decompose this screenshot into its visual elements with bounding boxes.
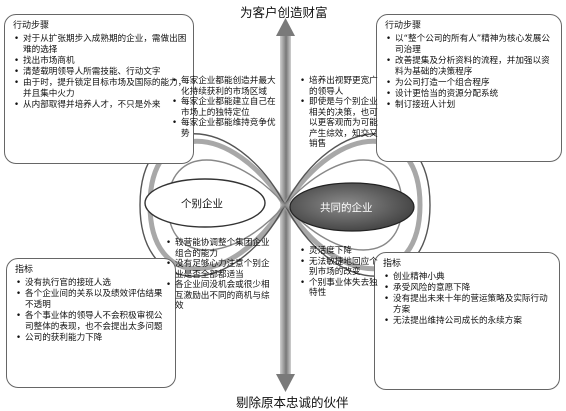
list-item: 改善提集及分析资料的流程，并加强以资料为基础的决策程序 [385, 56, 555, 78]
top-label: 为客户创造财富 [240, 5, 328, 20]
box-top-left-action-steps: 行动步骤 对于从扩张期步入成熟期的企业，需做出困难的选择 找出市场商机 清楚载明… [4, 14, 194, 164]
ellipse-common [289, 182, 415, 232]
ellipse-right-label: 共同的企业 [320, 202, 373, 214]
list-item: 每家企业都能维持竞争优势 [172, 118, 276, 139]
list-item: 由于时，提升锁定目标市场及国际的能力，并且集中火力 [13, 78, 187, 100]
list-item: 无法提出维持公司成长的永续方案 [383, 316, 553, 327]
list-item: 各个企业间的关系以及绩效评估结果不透明 [15, 289, 169, 311]
box-heading: 指标 [15, 265, 34, 275]
list-item: 灵活度下降 [300, 246, 384, 257]
list-item: 制订接班人计划 [385, 100, 555, 111]
inner-bottom-left-weaknesses: 较营能协调整个集团企业组合的能力 没有足够心力注意个别企业是否全部都适当 各企业… [166, 238, 278, 312]
list-item: 培养出视野更宽广的领导人 [300, 76, 386, 97]
list-item: 清楚载明领导人所需技能、行动文字 [13, 67, 187, 78]
list-item: 没有提出未来十年的营运策略及实际行动方案 [383, 294, 553, 316]
list-item: 找出市场商机 [13, 56, 187, 67]
box-heading: 指标 [383, 259, 402, 269]
box-heading: 行动步骤 [13, 21, 50, 31]
box-bottom-right-indicators: 指标 创业精神小典 承受风险的意愿下降 没有提出未来十年的营运策略及实际行动方案… [374, 252, 560, 390]
ellipse-left-label: 个别企业 [181, 198, 223, 210]
list-item: 每家企业都能创造并最大化持续获利的市场区域 [172, 76, 276, 97]
list-item: 对于从扩张期步入成熟期的企业，需做出困难的选择 [13, 34, 187, 56]
list-item: 各个事业体的领导人不会积极审视公司整体的表现，也不会提出太多问题 [15, 311, 169, 333]
list-item: 各企业间没机会或很少相互激励出不同的商机与综效 [166, 280, 278, 312]
list-item: 个别事业体失去独特性 [300, 278, 384, 299]
list-item: 没有执行官的接班人选 [15, 278, 169, 289]
list-item: 从内部取得并培养人才，不只是外来 [13, 100, 187, 111]
list-item: 创业精神小典 [383, 272, 553, 283]
list-item: 设计更恰当的资源分配系统 [385, 89, 555, 100]
list-item: 较营能协调整个集团企业组合的能力 [166, 238, 278, 259]
ellipse-individual [144, 178, 266, 228]
inner-bottom-right-weaknesses: 灵活度下降 无法敏捷地回应个别市场的改变 个别事业体失去独特性 [300, 246, 384, 299]
arrow-down-head [276, 374, 295, 392]
box-top-right-action-steps: 行动步骤 以“整个公司的所有人”精神为核心发展公司治理 改善提集及分析资料的流程… [376, 14, 562, 162]
inner-top-left-strengths: 每家企业都能创造并最大化持续获利的市场区域 每家企业都能建立自己在市场上的独特定… [172, 76, 276, 139]
bottom-label: 剔除原本忠诚的伙伴 [236, 395, 349, 410]
list-item: 为公司打造一个组合程序 [385, 78, 555, 89]
list-item: 每家企业都能建立自己在市场上的独特定位 [172, 97, 276, 118]
list-item: 即使是与个别企业相关的决策，也可以更客观而为可能产生综效，知交又销售 [300, 97, 386, 150]
list-item: 无法敏捷地回应个别市场的改变 [300, 257, 384, 278]
list-item: 没有足够心力注意个别企业是否全部都适当 [166, 259, 278, 280]
list-item: 公司的获利能力下降 [15, 333, 169, 344]
list-item: 承受风险的意愿下降 [383, 283, 553, 294]
list-item: 以“整个公司的所有人”精神为核心发展公司治理 [385, 34, 555, 56]
box-heading: 行动步骤 [385, 21, 422, 31]
arrow-up-head [276, 18, 295, 36]
box-bottom-left-indicators: 指标 没有执行官的接班人选 各个企业间的关系以及绩效评估结果不透明 各个事业体的… [6, 258, 176, 388]
inner-top-right-strengths: 培养出视野更宽广的领导人 即使是与个别企业相关的决策，也可以更客观而为可能产生综… [300, 76, 386, 150]
